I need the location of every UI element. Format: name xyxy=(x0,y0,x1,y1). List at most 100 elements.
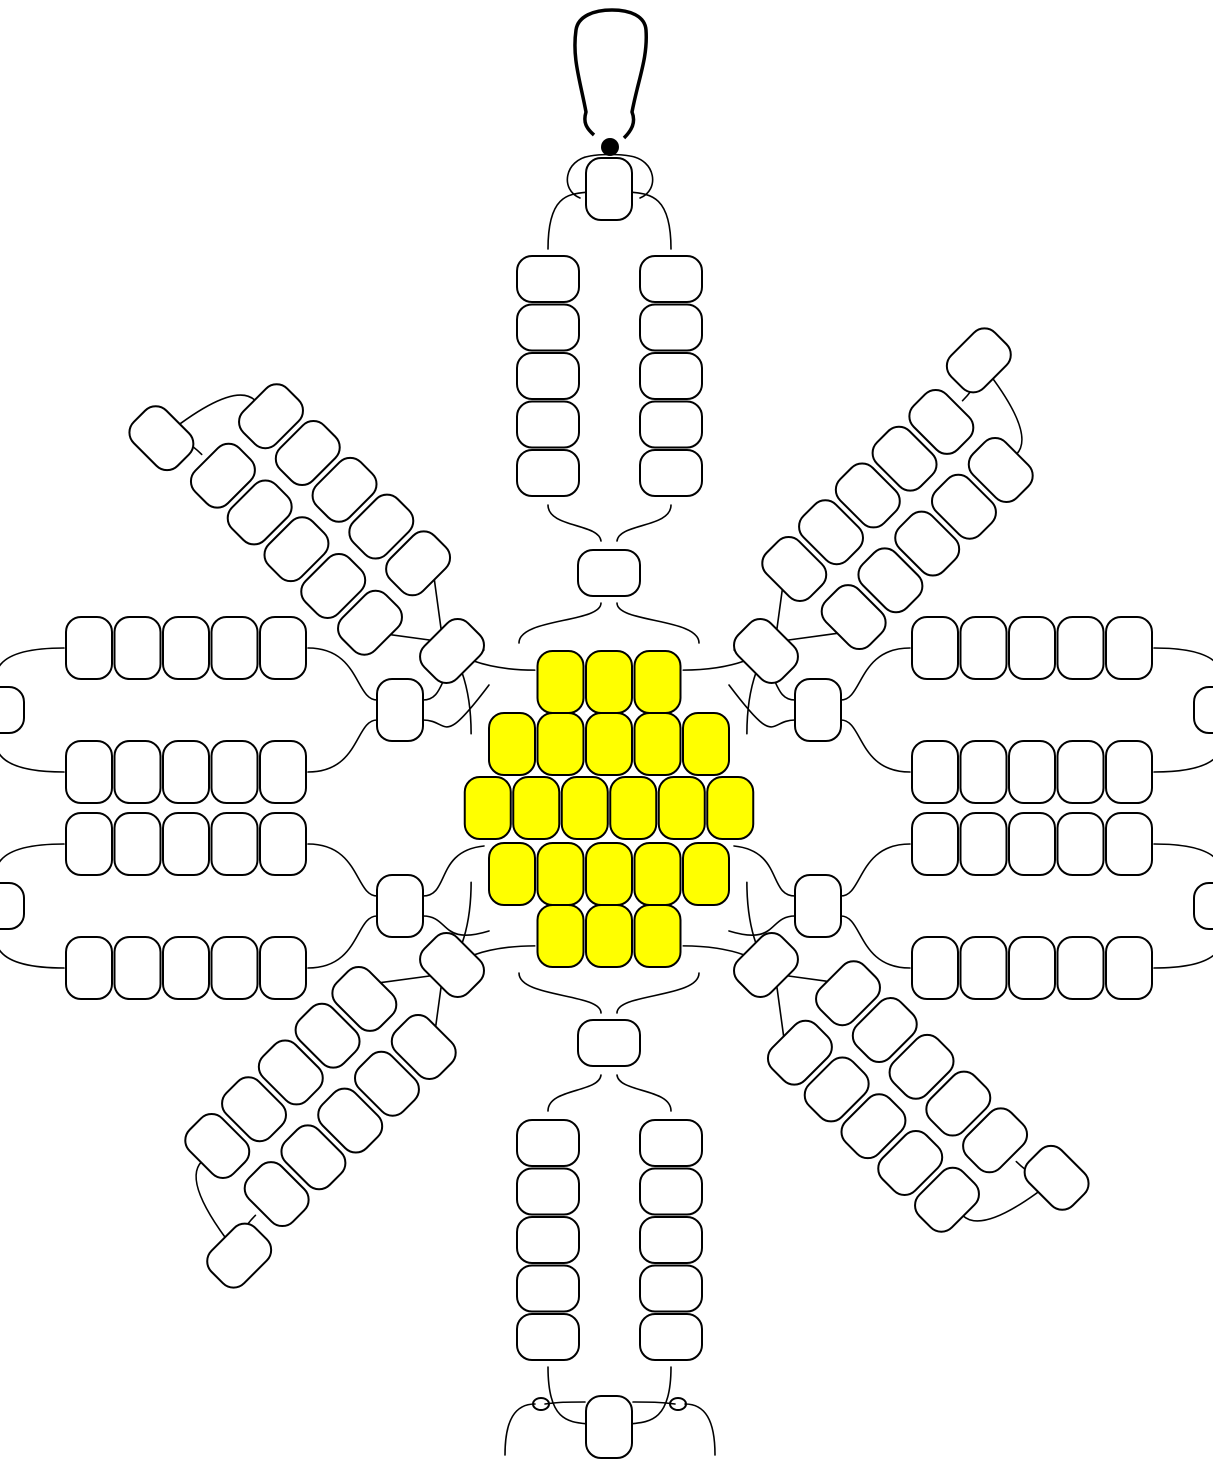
thread-line xyxy=(381,976,431,983)
petal-bead xyxy=(640,1314,702,1360)
center-bead xyxy=(635,651,681,713)
jump-ring-knot xyxy=(601,138,619,156)
thread-line xyxy=(462,672,471,734)
thread-line xyxy=(0,844,64,886)
thread-line xyxy=(617,505,671,541)
center-bead xyxy=(538,905,584,967)
petal-bead xyxy=(163,741,209,803)
petal-bead xyxy=(640,1169,702,1215)
center-bead xyxy=(586,651,632,713)
thread-tail-left xyxy=(505,1404,535,1455)
petal-bead xyxy=(115,617,161,679)
center-bead xyxy=(513,777,559,839)
thread-line xyxy=(841,720,910,772)
thread-line xyxy=(548,505,601,541)
petal-bead xyxy=(961,617,1007,679)
petal-bead xyxy=(115,741,161,803)
thread-line xyxy=(308,916,377,968)
petal-bead xyxy=(66,741,112,803)
petal-bead xyxy=(640,450,702,496)
petal-bead xyxy=(517,1217,579,1263)
petal-bead xyxy=(517,1169,579,1215)
bail-outline xyxy=(575,10,646,138)
petal-bead xyxy=(163,617,209,679)
thread-line xyxy=(423,916,489,935)
petal-bead xyxy=(1106,617,1152,679)
thread-line xyxy=(683,946,745,955)
petal-bead xyxy=(517,353,579,399)
petal-bead xyxy=(517,256,579,302)
petal-bead xyxy=(1106,937,1152,999)
thread-line xyxy=(841,844,910,896)
center-bead xyxy=(538,713,584,775)
petal-connector-bead xyxy=(795,875,841,937)
thread-line xyxy=(1154,648,1213,690)
petal-bead xyxy=(640,256,702,302)
thread-line xyxy=(423,685,489,727)
petal-bead xyxy=(640,1266,702,1312)
thread-line xyxy=(788,633,838,640)
petal-bead xyxy=(961,813,1007,875)
thread-line xyxy=(519,973,601,1013)
petal-bead xyxy=(640,402,702,448)
thread-line xyxy=(0,926,64,968)
thread-line xyxy=(548,1367,589,1424)
petal-bead xyxy=(115,813,161,875)
petal-connector-bead xyxy=(578,550,640,596)
petal-tip-bead xyxy=(123,400,199,476)
petal-bead xyxy=(1009,813,1055,875)
petal-connector-bead xyxy=(795,679,841,741)
thread-line xyxy=(308,844,377,896)
petal-bead xyxy=(517,1120,579,1166)
center-bead xyxy=(562,777,608,839)
petal-tip-bead xyxy=(201,1217,277,1293)
petal-bead xyxy=(66,617,112,679)
thread-line xyxy=(734,846,795,896)
thread-line xyxy=(729,916,795,935)
thread-line xyxy=(683,661,745,670)
petal-connector-bead xyxy=(728,613,804,689)
center-bead xyxy=(586,905,632,967)
thread-line xyxy=(423,846,484,896)
petal-bead xyxy=(66,813,112,875)
petal-connector-bead xyxy=(728,927,804,1003)
thread-line xyxy=(0,648,64,690)
center-bead xyxy=(610,777,656,839)
petal-bead xyxy=(163,937,209,999)
petal-bead xyxy=(912,813,958,875)
center-bead xyxy=(635,905,681,967)
center-bead xyxy=(635,843,681,905)
petal-bead xyxy=(212,617,258,679)
petal-tip-bead xyxy=(586,1396,632,1458)
thread-line xyxy=(617,603,699,643)
thread-line xyxy=(629,192,671,249)
thread-line xyxy=(841,648,910,700)
petal-connector-bead xyxy=(377,875,423,937)
petal-bead xyxy=(1058,813,1104,875)
thread-line xyxy=(308,720,377,772)
petal-tip-bead xyxy=(1194,883,1213,929)
petal-bead xyxy=(260,937,306,999)
center-bead xyxy=(586,713,632,775)
petal-bead xyxy=(115,937,161,999)
petal-bead xyxy=(517,1314,579,1360)
thread-line xyxy=(308,648,377,700)
center-bead xyxy=(683,713,729,775)
petal-bead xyxy=(1009,937,1055,999)
petal-connector-bead xyxy=(414,927,490,1003)
petal-bead xyxy=(517,305,579,351)
petal-bead xyxy=(912,937,958,999)
petal-bead xyxy=(260,617,306,679)
petal-tip-bead xyxy=(0,687,24,733)
thread-line xyxy=(841,916,910,968)
petal-bead xyxy=(640,1217,702,1263)
petal-tip-bead xyxy=(1194,687,1213,733)
petal-bead xyxy=(1058,937,1104,999)
petal-connector-bead xyxy=(414,613,490,689)
thread-line xyxy=(434,580,441,630)
petal-bead xyxy=(1009,741,1055,803)
petal-bead xyxy=(640,305,702,351)
thread-line xyxy=(473,661,535,670)
